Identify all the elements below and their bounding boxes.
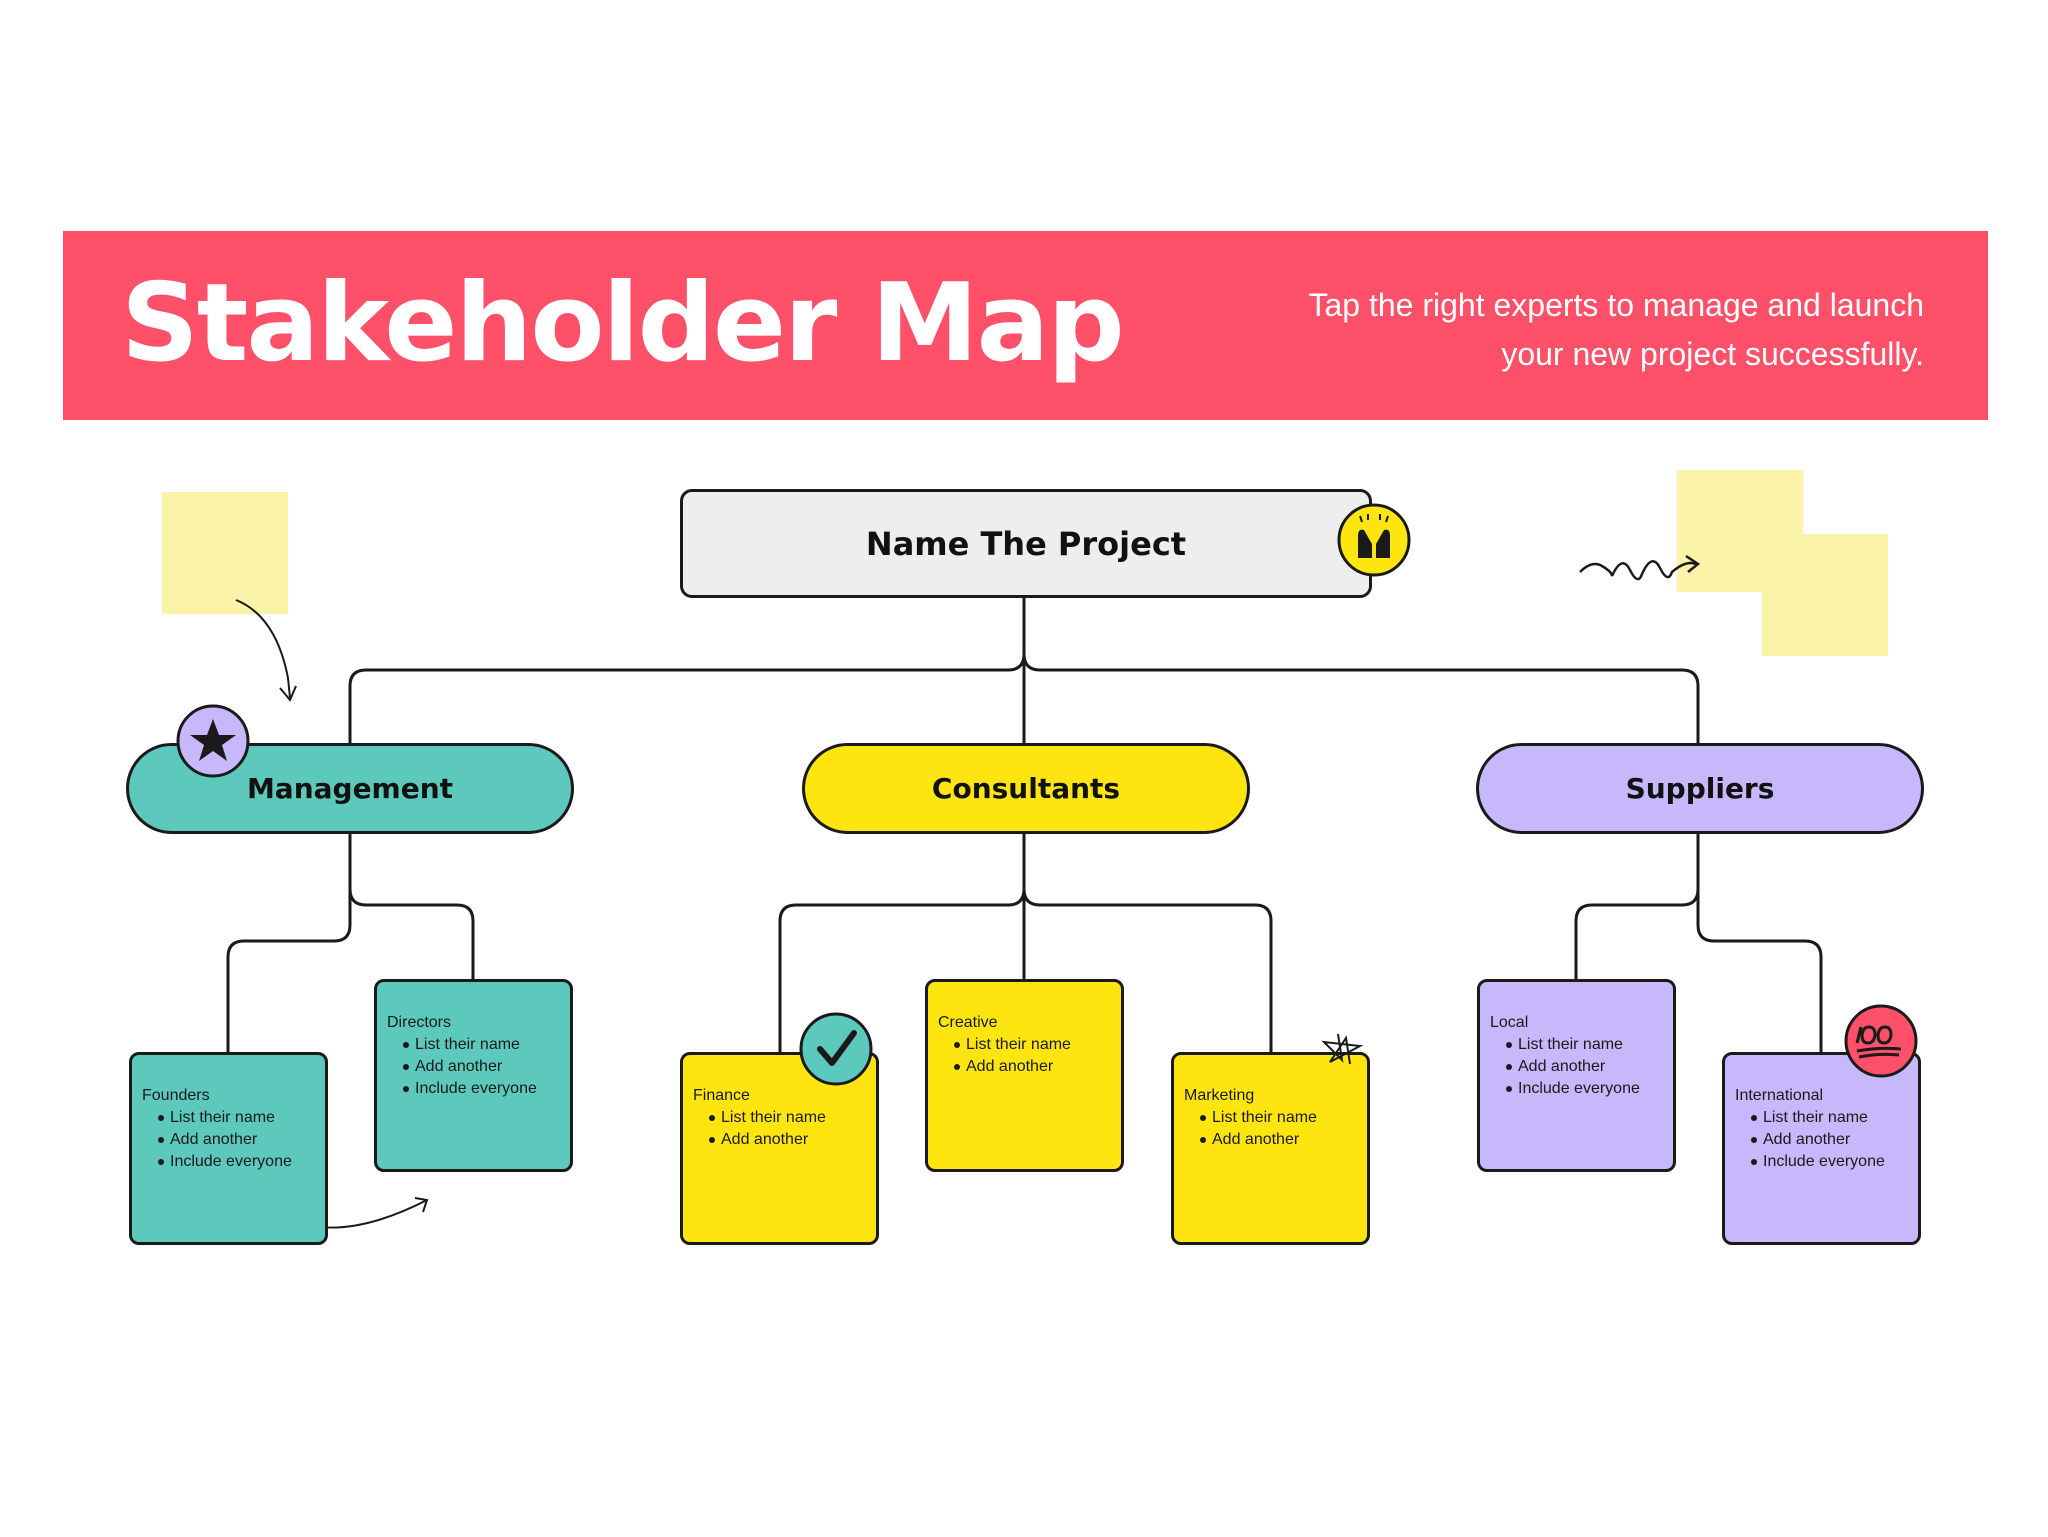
curved-arrow-icon (235, 599, 297, 702)
card-list: List their name Add another (693, 1107, 864, 1151)
stakeholder-card-international: International List their name Add anothe… (1722, 1052, 1921, 1245)
list-item: Add another (1506, 1056, 1661, 1078)
list-item: Add another (1751, 1129, 1906, 1151)
root-node-label: Name The Project (865, 524, 1187, 563)
list-item: Add another (709, 1129, 864, 1151)
card-list: List their name Add another (938, 1034, 1109, 1078)
list-item: List their name (1506, 1034, 1661, 1056)
sticky-note (162, 492, 288, 614)
list-item: List their name (954, 1034, 1109, 1056)
connector-management-founders (226, 833, 352, 1053)
category-label: Management (246, 772, 454, 805)
scribble-star-icon (1321, 1033, 1364, 1065)
card-title: Creative (938, 1014, 998, 1031)
category-consultants: Consultants (802, 743, 1250, 834)
list-item: List their name (1751, 1107, 1906, 1129)
list-item: Add another (954, 1056, 1109, 1078)
list-item: Include everyone (1506, 1078, 1661, 1100)
checkmark-icon (799, 1012, 873, 1086)
page-title: Stakeholder Map (121, 261, 1125, 386)
connector-management-directors (348, 833, 475, 980)
card-list: List their name Add another Include ever… (1735, 1107, 1906, 1173)
stakeholder-card-directors: Directors List their name Add another In… (374, 979, 573, 1172)
card-title: Marketing (1184, 1087, 1255, 1104)
header-banner: Stakeholder Map Tap the right experts to… (63, 231, 1988, 420)
card-title: International (1735, 1087, 1824, 1104)
list-item: Include everyone (1751, 1151, 1906, 1173)
list-item: Add another (403, 1056, 558, 1078)
list-item: Add another (1200, 1129, 1355, 1151)
connector-consultants-finance (778, 833, 1026, 1053)
list-item: List their name (1200, 1107, 1355, 1129)
list-item: List their name (158, 1107, 313, 1129)
card-list: List their name Add another Include ever… (142, 1107, 313, 1173)
connector-consultants-marketing (1022, 833, 1273, 1053)
list-item: List their name (403, 1034, 558, 1056)
category-label: Suppliers (1625, 772, 1775, 805)
card-title: Founders (142, 1087, 210, 1104)
card-list: List their name Add another (1184, 1107, 1355, 1151)
card-title: Finance (693, 1087, 750, 1104)
category-label: Consultants (931, 772, 1121, 805)
stakeholder-card-founders: Founders List their name Add another Inc… (129, 1052, 328, 1245)
card-title: Local (1490, 1014, 1529, 1031)
connector-suppliers-local (1574, 833, 1700, 980)
sticky-note (1762, 534, 1888, 656)
list-item: Add another (158, 1129, 313, 1151)
squiggle-arrow-icon (1579, 554, 1701, 581)
card-title: Directors (387, 1014, 452, 1031)
stakeholder-card-creative: Creative List their name Add another (925, 979, 1124, 1172)
raising-hands-icon (1337, 503, 1411, 577)
stakeholder-card-finance: Finance List their name Add another (680, 1052, 879, 1245)
card-list: List their name Add another Include ever… (387, 1034, 558, 1100)
star-icon (176, 704, 250, 778)
hundred-points-icon (1844, 1004, 1918, 1078)
category-suppliers: Suppliers (1476, 743, 1924, 834)
list-item: Include everyone (403, 1078, 558, 1100)
connector-root-management (348, 653, 1026, 743)
stakeholder-card-marketing: Marketing List their name Add another (1171, 1052, 1370, 1245)
stakeholder-card-local: Local List their name Add another Includ… (1477, 979, 1676, 1172)
card-list: List their name Add another Include ever… (1490, 1034, 1661, 1100)
connector-root-suppliers (1022, 653, 1700, 743)
list-item: List their name (709, 1107, 864, 1129)
list-item: Include everyone (158, 1151, 313, 1173)
root-node: Name The Project (680, 489, 1372, 598)
page-subtitle: Tap the right experts to manage and laun… (1308, 287, 1924, 372)
connector-suppliers-international (1696, 833, 1823, 1053)
